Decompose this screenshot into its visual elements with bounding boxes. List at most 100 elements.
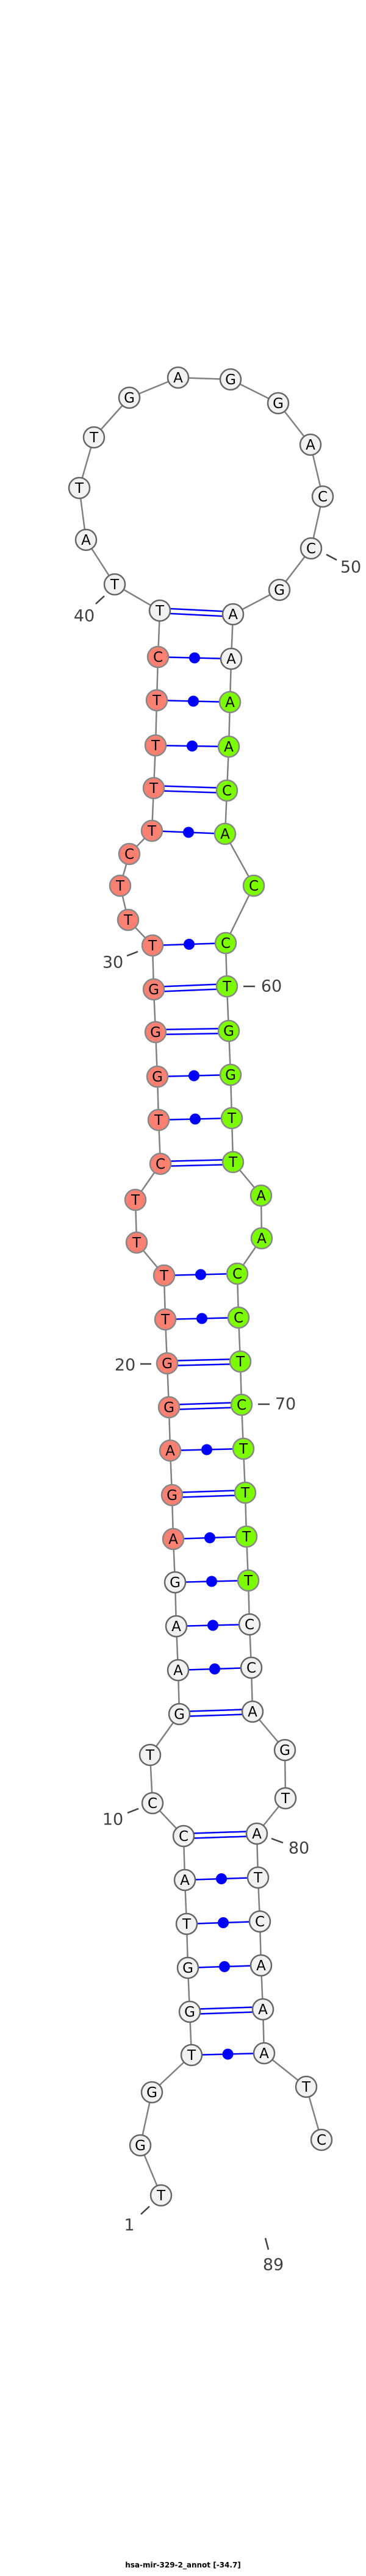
nucleotide-letter: A — [226, 651, 236, 667]
base-pair-bond — [189, 2011, 264, 2015]
nucleotide-circle — [241, 1700, 264, 1723]
nucleotide-31: T — [117, 908, 140, 931]
nucleotide-42: T — [68, 476, 91, 500]
nucleotide-letter: C — [318, 489, 328, 505]
nucleotide-33: C — [118, 842, 141, 866]
base-pair-bond — [155, 1027, 229, 1031]
nucleotide-circle — [215, 779, 239, 802]
base-pair-bond — [153, 789, 228, 794]
nucleotide-52: A — [221, 603, 245, 626]
wobble-pair-dot — [209, 1663, 220, 1674]
nucleotide-letter: T — [239, 1441, 248, 1457]
nucleotide-55: A — [217, 735, 240, 758]
nucleotide-48: A — [299, 433, 322, 456]
position-label: 70 — [275, 1395, 296, 1414]
nucleotide-4: T — [180, 2043, 203, 2067]
nucleotide-35: T — [142, 777, 165, 800]
nucleotide-letter: A — [256, 1958, 266, 1974]
nucleotide-63: T — [220, 1107, 243, 1130]
nucleotide-letter: G — [184, 2004, 195, 2020]
nucleotide-circle — [274, 1787, 297, 1810]
nucleotide-letter: C — [249, 878, 259, 894]
nucleotide-78: G — [273, 1738, 296, 1762]
nucleotide-74: T — [237, 1569, 260, 1592]
nucleotide-87: C — [310, 2128, 333, 2151]
nucleotide-5: G — [178, 2000, 201, 2023]
nucleotide-79: T — [274, 1787, 297, 1810]
nucleotide-letter: C — [237, 1397, 246, 1413]
nucleotide-letter: C — [153, 650, 163, 666]
nucleotide-circle — [218, 691, 242, 714]
nucleotide-circle — [68, 476, 91, 500]
nucleotide-letter: T — [301, 2079, 311, 2095]
nucleotide-77: A — [241, 1700, 264, 1723]
nucleotide-letter: T — [147, 823, 157, 839]
nucleotide-circle — [162, 1527, 185, 1551]
nucleotide-letter: T — [152, 693, 162, 709]
nucleotide-82: C — [248, 1910, 271, 1933]
nucleotide-circle — [300, 537, 323, 560]
nucleotide-14: A — [165, 1615, 188, 1638]
nucleotide-circle — [232, 1437, 255, 1460]
nucleotide-letter: C — [234, 1310, 243, 1326]
nucleotide-circle — [248, 1910, 271, 1933]
wobble-pair-dot — [206, 1576, 217, 1587]
nucleotide-letter: G — [273, 396, 284, 412]
nucleotide-66: A — [250, 1227, 273, 1250]
nucleotide-letter: A — [259, 2046, 269, 2062]
nucleotide-11: T — [138, 1743, 162, 1767]
nucleotide-circle — [125, 1231, 148, 1254]
position-tick — [95, 595, 105, 605]
nucleotide-letter: T — [115, 878, 125, 894]
nucleotide-letter: C — [317, 2133, 326, 2148]
base-pair-bond — [183, 1835, 257, 1840]
nucleotide-circle — [234, 1481, 257, 1504]
nucleotide-letter: G — [174, 1707, 185, 1723]
nucleotide-circle — [146, 1065, 169, 1088]
base-pair-bond — [159, 612, 234, 618]
nucleotide-letter: T — [156, 2188, 166, 2204]
base-pair-bond — [171, 1494, 246, 1499]
nucleotide-letter: G — [279, 1743, 290, 1759]
nucleotide-circle — [226, 1262, 249, 1285]
nucleotide-circle — [141, 934, 164, 957]
wobble-pair-dot — [188, 695, 199, 707]
nucleotide-letter: C — [221, 936, 231, 952]
nucleotide-letter: T — [228, 1155, 238, 1171]
nucleotide-81: T — [246, 1866, 270, 1889]
nucleotide-12: G — [168, 1702, 191, 1726]
nucleotide-34: T — [140, 819, 163, 842]
nucleotide-circle — [217, 1019, 240, 1042]
position-label: 89 — [263, 2256, 284, 2275]
nucleotide-38: C — [146, 645, 170, 669]
nucleotide-circle — [172, 1824, 195, 1848]
nucleotide-circle — [157, 1396, 181, 1419]
nucleotide-letter: G — [148, 982, 159, 998]
nucleotide-45: A — [167, 366, 190, 389]
nucleotide-29: G — [142, 978, 165, 1001]
wobble-pair-dot — [183, 827, 194, 838]
nucleotide-circle — [249, 1184, 273, 1207]
nucleotide-circle — [154, 1308, 177, 1331]
nucleotide-letter: G — [162, 1356, 173, 1372]
nucleotide-56: C — [215, 779, 239, 802]
nucleotide-letter: C — [245, 1617, 254, 1633]
nucleotide-letter: T — [235, 1354, 245, 1370]
nucleotide-circle — [149, 1152, 172, 1175]
nucleotide-64: T — [221, 1150, 245, 1174]
nucleotide-circle — [160, 1484, 184, 1507]
nucleotide-21: T — [154, 1308, 177, 1331]
wobble-pair-dot — [190, 1113, 201, 1125]
nucleotide-circle — [109, 874, 132, 897]
nucleotide-2: G — [129, 2134, 152, 2157]
nucleotide-letter: G — [170, 1575, 181, 1591]
nucleotide-circle — [142, 978, 165, 1001]
nucleotide-circle — [167, 1659, 190, 1682]
base-pair-bond — [168, 1401, 242, 1406]
nucleotide-circle — [268, 578, 291, 601]
nucleotide-65: A — [249, 1184, 273, 1207]
base-pair-bond — [167, 1363, 241, 1367]
nucleotide-41: A — [74, 528, 98, 551]
nucleotide-letter: T — [281, 1791, 290, 1807]
